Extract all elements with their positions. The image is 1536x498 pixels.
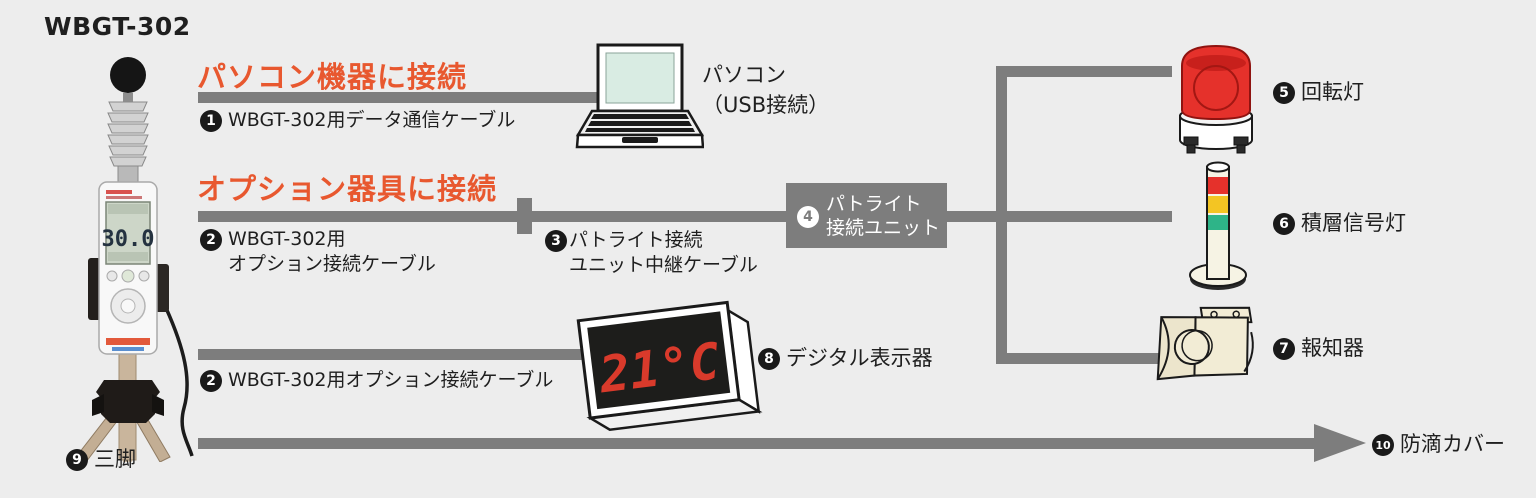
label-option-cable-lines: WBGT-302用 オプション接続ケーブル	[228, 227, 436, 277]
label-annunciator: 7 報知器	[1273, 336, 1364, 361]
laptop-key-row-1	[591, 114, 689, 119]
laptop-key-row-2	[588, 121, 692, 126]
meter-lcd-header	[108, 204, 148, 214]
meter-brand-mark2	[106, 196, 142, 199]
meter-cable	[164, 307, 194, 457]
tripod-clamp	[96, 380, 160, 423]
branch-line-top	[996, 66, 1172, 77]
annunciator-driver-rim	[1181, 329, 1213, 362]
step-6-badge: 6	[1273, 213, 1295, 235]
laptop-screen	[605, 52, 675, 104]
label-relay-cable-line1: パトライト接続	[569, 229, 703, 251]
meter-logo-stripe	[112, 347, 144, 351]
louver-stack	[107, 101, 149, 167]
digital-display-icon: 21°C	[576, 300, 763, 432]
cable-line-display	[198, 349, 586, 360]
label-relay-cable-lines: パトライト接続 ユニット中継ケーブル	[569, 228, 758, 278]
mount-bracket-left	[88, 258, 101, 320]
label-computer-line1: パソコン	[702, 63, 786, 87]
tower-red-band	[1208, 177, 1228, 194]
cover-arrow-line	[198, 438, 1316, 449]
tripod-clamp-knob-left	[92, 394, 104, 416]
patlite-unit-lines: パトライト 接続ユニット	[826, 192, 940, 240]
globe-stem	[123, 93, 133, 102]
label-data-cable: 1 WBGT-302用データ通信ケーブル	[200, 108, 515, 133]
cable-line-pc	[198, 92, 602, 103]
label-computer: パソコン （USB接続）	[702, 60, 829, 120]
tower-yellow-band	[1208, 196, 1228, 213]
patlite-unit-box: 4 パトライト 接続ユニット	[786, 183, 947, 248]
label-beacon-text: 回転灯	[1301, 80, 1364, 104]
beacon-feet	[1183, 136, 1249, 154]
label-tower-text: 積層信号灯	[1301, 211, 1406, 235]
label-data-cable-text: WBGT-302用データ通信ケーブル	[228, 109, 516, 131]
annunciator-latch	[1243, 331, 1254, 373]
display-screen	[587, 311, 731, 410]
label-option-cable-2-text: WBGT-302用オプション接続ケーブル	[228, 369, 554, 391]
meter-lcd-value: 30.0	[102, 227, 155, 252]
step-8-badge: 8	[758, 348, 780, 370]
step-4-badge: 4	[797, 205, 819, 228]
wbgt-meter-illustration: 30.0	[75, 57, 194, 462]
laptop-key-row-3	[585, 128, 695, 132]
step-2-badge: 2	[200, 229, 222, 251]
beacon-reflector	[1193, 65, 1239, 111]
step-9-badge: 9	[66, 449, 88, 471]
branch-line-middle	[947, 211, 1172, 222]
signal-tower-icon	[1189, 161, 1247, 290]
label-option-cable-line1: WBGT-302用	[228, 228, 346, 250]
label-display-text: デジタル表示器	[786, 346, 933, 370]
label-option-cable-2: 2 WBGT-302用オプション接続ケーブル	[200, 368, 553, 393]
annunciator-icon	[1156, 306, 1254, 381]
label-option-cable-line2: オプション接続ケーブル	[228, 253, 436, 275]
label-relay-cable: 3 パトライト接続 ユニット中継ケーブル	[545, 228, 758, 278]
label-display: 8 デジタル表示器	[758, 346, 933, 371]
step-1-badge: 1	[200, 110, 222, 132]
step-3-badge: 3	[545, 230, 567, 252]
label-annunciator-text: 報知器	[1301, 336, 1364, 360]
branch-line-bottom	[996, 353, 1172, 364]
laptop-icon	[575, 43, 704, 149]
beacon-dome-top	[1186, 55, 1246, 71]
tower-green-band	[1208, 215, 1228, 230]
label-tripod-text: 三脚	[94, 447, 136, 471]
meter-brand-mark	[106, 190, 132, 194]
label-cover: 10 防滴カバー	[1372, 432, 1505, 457]
meter-button-left	[106, 270, 118, 282]
rotating-beacon-icon	[1179, 44, 1253, 154]
meter-lcd-footer	[108, 252, 148, 261]
annunciator-horn-curve	[1156, 316, 1170, 380]
label-tripod: 9 三脚	[66, 447, 136, 472]
meter-button-center	[121, 269, 135, 283]
label-tower: 6 積層信号灯	[1273, 211, 1406, 236]
branch-line-vertical	[996, 66, 1007, 364]
laptop-trackpad	[622, 137, 658, 143]
label-computer-line2: （USB接続）	[702, 93, 830, 117]
label-option-cable: 2 WBGT-302用 オプション接続ケーブル	[200, 227, 436, 277]
meter-orange-stripe	[106, 338, 150, 345]
label-cover-text: 防滴カバー	[1400, 432, 1505, 456]
tripod-clamp-knob-right	[152, 394, 164, 416]
cable-joint	[517, 198, 532, 234]
label-beacon: 5 回転灯	[1273, 80, 1364, 105]
page-title: WBGT-302	[44, 12, 191, 41]
globe-sensor	[110, 57, 146, 93]
cover-arrow-head	[1314, 424, 1366, 462]
patlite-unit-line1: パトライト	[826, 192, 922, 215]
step-5-badge: 5	[1273, 82, 1295, 104]
step-2b-badge: 2	[200, 370, 222, 392]
tower-cap	[1206, 161, 1230, 173]
meter-button-right	[138, 270, 150, 282]
meter-dpad-center	[120, 298, 136, 314]
heading-pc-section: パソコン機器に接続	[197, 60, 468, 94]
step-10-badge: 10	[1372, 434, 1394, 456]
patlite-unit-line2: 接続ユニット	[826, 216, 941, 239]
step-7-badge: 7	[1273, 338, 1295, 360]
cable-line-option	[198, 211, 786, 222]
label-relay-cable-line2: ユニット中継ケーブル	[569, 254, 758, 276]
heading-option-section: オプション器具に接続	[197, 172, 498, 206]
